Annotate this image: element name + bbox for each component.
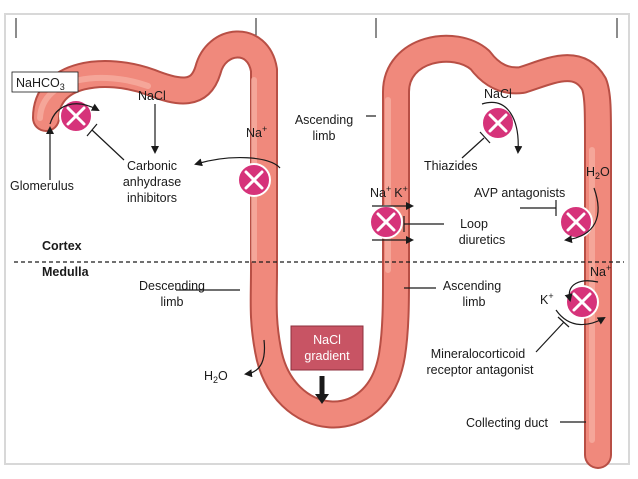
- loop-diuretics-label-1: Loop: [460, 217, 488, 231]
- ascending-bottom-label-1: Ascending: [443, 279, 501, 293]
- na-collecting-label: Na+: [590, 263, 611, 279]
- h2o-collecting-label: H2O: [586, 165, 610, 181]
- ascending-top-label-2: limb: [313, 129, 336, 143]
- thiazides-label: Thiazides: [424, 159, 478, 173]
- arrow-icon: [555, 309, 606, 326]
- t-bar-inhibit-icon: [91, 129, 125, 161]
- t-bar-inhibit-icon: [535, 321, 565, 353]
- descending-label-1: Descending: [139, 279, 205, 293]
- carbonic-anhydrase-label-2: anhydrase: [123, 175, 181, 189]
- ascending-bottom-label-2: limb: [463, 295, 486, 309]
- avp-antagonists-label: AVP antagonists: [474, 186, 565, 200]
- nahco3-label: NaHCO3: [16, 76, 65, 92]
- glomerulus-label: Glomerulus: [10, 179, 74, 193]
- carbonic-anhydrase-label-1: Carbonic: [127, 159, 177, 173]
- nacl-gradient-label-1: NaCl: [313, 333, 341, 347]
- x-circle-icon: [369, 205, 403, 239]
- x-circle-icon: [59, 99, 93, 133]
- arrow-icon: [49, 103, 100, 125]
- nacl-proximal-label: NaCl: [138, 89, 166, 103]
- k-collecting-label: K+: [540, 291, 554, 307]
- h2o-descending-label: H2O: [204, 369, 228, 385]
- medulla-label: Medulla: [42, 265, 90, 279]
- collecting-duct-label: Collecting duct: [466, 416, 549, 430]
- arrow-icon: [564, 187, 599, 244]
- descending-label-2: limb: [161, 295, 184, 309]
- na-k-label: Na+K+: [370, 184, 408, 200]
- arrow-icon: [194, 157, 281, 169]
- carbonic-anhydrase-label-3: inhibitors: [127, 191, 177, 205]
- nacl-gradient-box: [290, 325, 364, 371]
- x-circle-icon: [565, 285, 599, 319]
- arrow-icon: [244, 339, 266, 378]
- t-bar-inhibit-icon: [461, 137, 485, 159]
- t-bar-inhibit-icon: [86, 123, 98, 137]
- na-loop-label: Na+: [246, 124, 267, 140]
- loop-diuretics-label-2: diuretics: [459, 233, 506, 247]
- tubule-lumen: [34, 32, 610, 467]
- gradient-arrow-icon: [315, 394, 329, 404]
- annotation-lines: [46, 101, 606, 423]
- x-circle-icon: [481, 106, 515, 140]
- nacl-gradient-label-2: gradient: [304, 349, 350, 363]
- arrow-icon: [564, 280, 599, 302]
- x-circle-icon: [237, 163, 271, 197]
- mineralocorticoid-label-2: receptor antagonist: [426, 363, 534, 377]
- t-bar-inhibit-icon: [479, 131, 491, 144]
- ascending-top-label-1: Ascending: [295, 113, 353, 127]
- nacl-distal-label: NaCl: [484, 87, 512, 101]
- x-circle-icon: [559, 205, 593, 239]
- nahco3-label-box: [11, 71, 79, 93]
- arrow-icon: [481, 101, 523, 154]
- cortex-label: Cortex: [42, 239, 82, 253]
- mineralocorticoid-label-1: Mineralocorticoid: [431, 347, 526, 361]
- t-bar-inhibit-icon: [557, 316, 570, 328]
